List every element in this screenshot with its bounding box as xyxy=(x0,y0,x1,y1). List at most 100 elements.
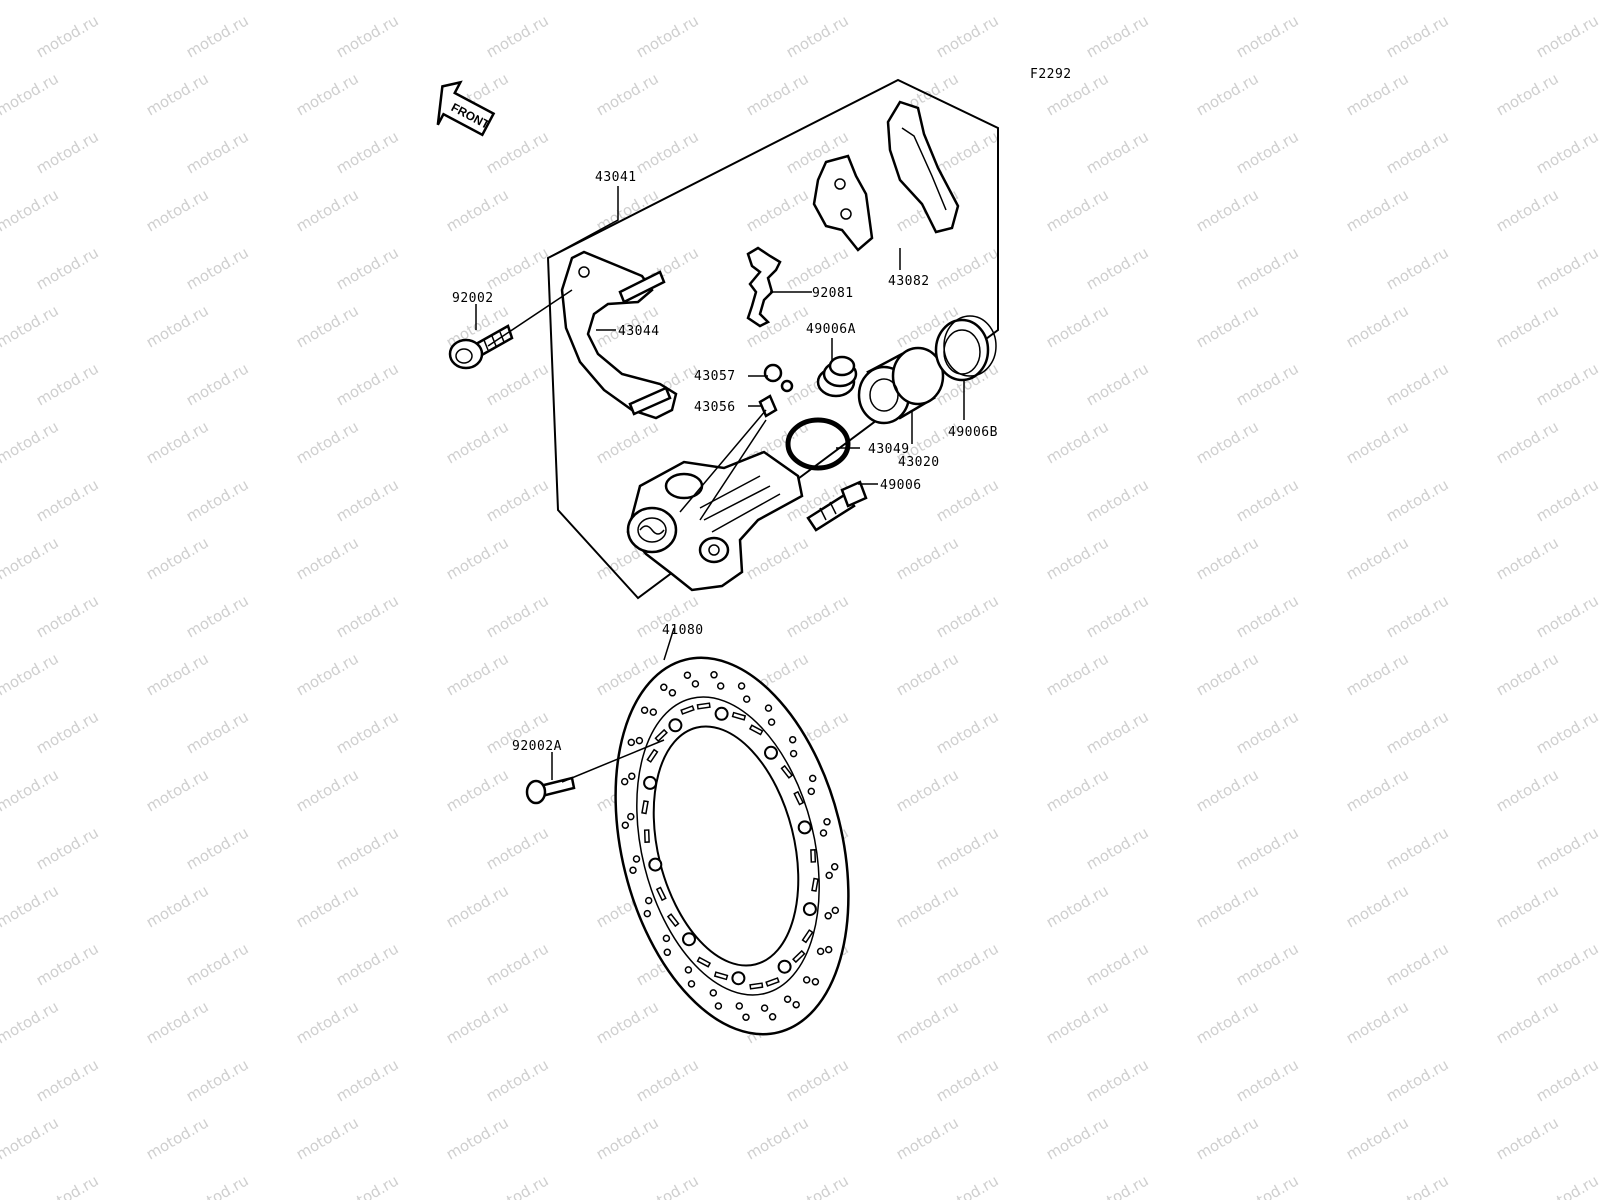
pad-spring xyxy=(746,246,782,328)
disc-vent-hole xyxy=(819,829,828,837)
watermark-text: motod.ru xyxy=(1043,533,1112,583)
watermark-text: motod.ru xyxy=(1383,591,1452,641)
watermark-text: motod.ru xyxy=(293,533,362,583)
watermark-text: motod.ru xyxy=(183,823,252,873)
watermark-text: motod.ru xyxy=(1043,1113,1112,1163)
disc-vent-hole xyxy=(691,680,700,688)
disc-vent-hole xyxy=(808,774,817,783)
watermark-text: motod.ru xyxy=(333,1171,402,1200)
disc-vent-hole xyxy=(737,682,746,690)
watermark-text: motod.ru xyxy=(1193,1113,1262,1163)
watermark-text: motod.ru xyxy=(143,69,212,119)
disc-vent-hole xyxy=(742,1013,750,1021)
disc-vent-hole xyxy=(629,866,637,874)
disc-slot xyxy=(811,877,819,892)
watermark-text: motod.ru xyxy=(0,997,62,1047)
watermark-text: motod.ru xyxy=(483,823,552,873)
watermark-text: motod.ru xyxy=(1343,1113,1412,1163)
watermark-text: motod.ru xyxy=(0,417,62,467)
watermark-text: motod.ru xyxy=(1193,649,1262,699)
watermark-text: motod.ru xyxy=(1383,823,1452,873)
watermark-text: motod.ru xyxy=(933,475,1002,525)
watermark-text: motod.ru xyxy=(483,359,552,409)
watermark-text: motod.ru xyxy=(443,649,512,699)
watermark-text: motod.ru xyxy=(743,533,812,583)
disc-vent-hole xyxy=(807,787,816,796)
watermark-text: motod.ru xyxy=(933,591,1002,641)
watermark-text: motod.ru xyxy=(1193,301,1262,351)
watermark-text: motod.ru xyxy=(33,707,102,757)
watermark-text: motod.ru xyxy=(143,0,212,3)
disc-slot xyxy=(810,849,817,863)
disc-vent-hole xyxy=(742,695,751,703)
disc-vent-hole xyxy=(627,812,635,821)
disc-mount-boss xyxy=(648,857,663,872)
watermark-text: motod.ru xyxy=(293,997,362,1047)
watermark-text: motod.ru xyxy=(1043,649,1112,699)
disc-slot xyxy=(780,764,794,779)
disc-vent-hole xyxy=(668,689,677,697)
label-49006: 49006 xyxy=(880,478,922,493)
label-43020: 43020 xyxy=(898,455,940,470)
watermark-text: motod.ru xyxy=(33,11,102,61)
watermark-text: motod.ru xyxy=(483,127,552,177)
watermark-text: motod.ru xyxy=(893,533,962,583)
disc-vent-hole xyxy=(662,934,671,943)
disc-mount-boss xyxy=(777,959,792,974)
disc-slot xyxy=(655,886,667,902)
disc-vent-hole xyxy=(687,980,696,988)
watermark-text: motod.ru xyxy=(183,127,252,177)
watermark-text: motod.ru xyxy=(1493,649,1562,699)
disc-slot xyxy=(731,711,747,721)
watermark-text: motod.ru xyxy=(443,765,512,815)
watermark-text: motod.ru xyxy=(143,881,212,931)
watermark-text: motod.ru xyxy=(1533,1171,1600,1200)
watermark-text: motod.ru xyxy=(933,939,1002,989)
watermark-text: motod.ru xyxy=(933,11,1002,61)
watermark-text: motod.ru xyxy=(743,185,812,235)
watermark-text: motod.ru xyxy=(1083,591,1152,641)
watermark-text: motod.ru xyxy=(933,1171,1002,1200)
label-43057: 43057 xyxy=(694,369,736,384)
watermark-text: motod.ru xyxy=(443,0,512,3)
watermark-text: motod.ru xyxy=(1343,185,1412,235)
disc-bolt xyxy=(525,776,576,805)
label-92081: 92081 xyxy=(812,286,854,301)
disc-slot xyxy=(646,748,659,763)
watermark-text: motod.ru xyxy=(783,11,852,61)
watermark-text: motod.ru xyxy=(1533,939,1600,989)
watermark-text: motod.ru xyxy=(443,533,512,583)
watermark-text: motod.ru xyxy=(1193,417,1262,467)
watermark-text: motod.ru xyxy=(293,69,362,119)
watermark-text: motod.ru xyxy=(1083,127,1152,177)
bleeder-valve xyxy=(763,363,794,393)
watermark-text: motod.ru xyxy=(783,1171,852,1200)
watermark-text: motod.ru xyxy=(1233,11,1302,61)
piston xyxy=(857,346,945,425)
watermark-text: motod.ru xyxy=(333,823,402,873)
watermark-text: motod.ru xyxy=(143,185,212,235)
disc-slot xyxy=(696,956,712,968)
watermark-text: motod.ru xyxy=(1193,997,1262,1047)
watermark-text: motod.ru xyxy=(1233,359,1302,409)
watermark-text: motod.ru xyxy=(293,1113,362,1163)
watermark-text: motod.ru xyxy=(293,649,362,699)
watermark-text: motod.ru xyxy=(1533,127,1600,177)
disc-vent-hole xyxy=(802,976,811,984)
watermark-text: motod.ru xyxy=(1193,185,1262,235)
watermark-text: motod.ru xyxy=(33,591,102,641)
watermark-text: motod.ru xyxy=(1083,939,1152,989)
watermark-text: motod.ru xyxy=(1533,591,1600,641)
watermark-text: motod.ru xyxy=(1383,11,1452,61)
disc-vent-hole xyxy=(627,738,636,747)
watermark-text: motod.ru xyxy=(1043,765,1112,815)
disc-vent-hole xyxy=(628,772,636,780)
label-43049: 43049 xyxy=(868,442,910,457)
watermark-text: motod.ru xyxy=(593,69,662,119)
watermark-text: motod.ru xyxy=(933,1055,1002,1105)
watermark-text: motod.ru xyxy=(443,881,512,931)
disc-vent-hole xyxy=(830,863,839,871)
watermark-text: motod.ru xyxy=(1493,417,1562,467)
watermark-text: motod.ru xyxy=(33,1055,102,1105)
watermark-text: motod.ru xyxy=(293,417,362,467)
